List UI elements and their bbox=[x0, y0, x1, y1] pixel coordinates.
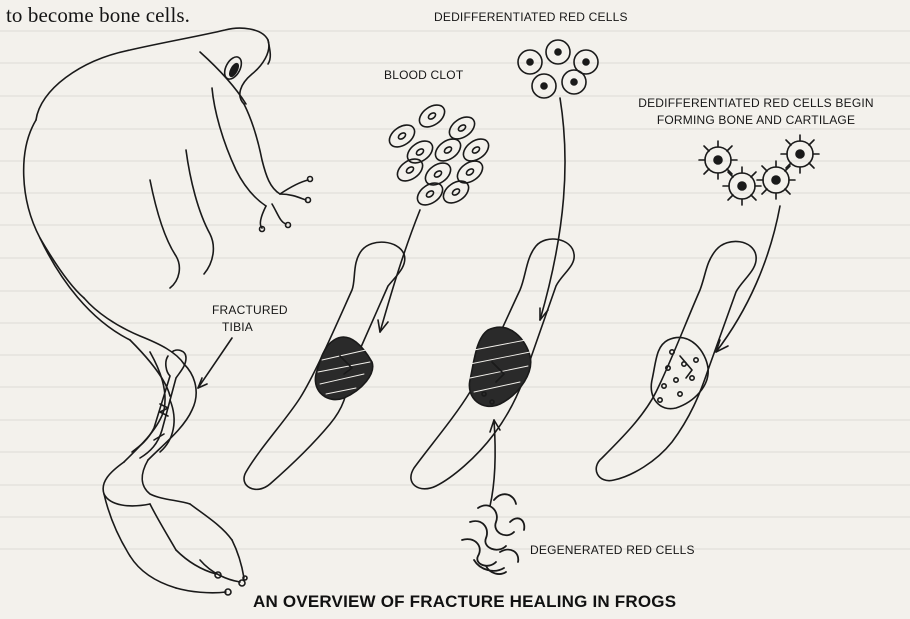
figure-caption: AN OVERVIEW OF FRACTURE HEALING IN FROGS bbox=[253, 592, 676, 612]
label-dedifferentiated-red-cells: DEDIFFERENTIATED RED CELLS bbox=[434, 10, 628, 24]
degenerated-cells bbox=[462, 494, 524, 574]
label-degenerated-red-cells: DEGENERATED RED CELLS bbox=[530, 543, 695, 557]
blood-clot-cells bbox=[385, 101, 492, 210]
label-fractured: FRACTURED bbox=[212, 303, 288, 317]
bone-forming-cells bbox=[699, 135, 819, 205]
bone-stage-1 bbox=[244, 242, 405, 489]
dedifferentiated-cells bbox=[518, 40, 598, 98]
label-tibia: TIBIA bbox=[222, 320, 253, 334]
bone-stage-3 bbox=[596, 241, 756, 480]
label-blood-clot: BLOOD CLOT bbox=[384, 68, 463, 82]
label-bone-cartilage-line1: DEDIFFERENTIATED RED CELLS BEGIN bbox=[608, 96, 904, 110]
bone-stage-2 bbox=[411, 239, 574, 489]
label-bone-cartilage-line2: FORMING BONE AND CARTILAGE bbox=[608, 113, 904, 127]
